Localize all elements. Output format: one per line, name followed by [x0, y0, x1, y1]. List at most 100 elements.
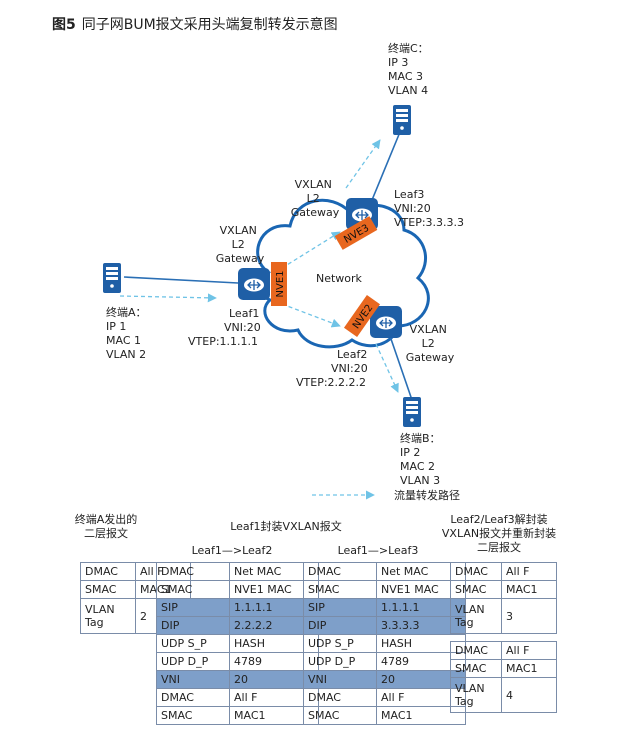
flow-arrow-leaf1-to-leaf2 — [281, 303, 341, 328]
field-value-cell: MAC1 — [501, 580, 557, 599]
field-name-cell: VNI — [303, 670, 377, 689]
terminal-b-label: 终端B： IP 2 MAC 2 VLAN 3 — [400, 431, 444, 487]
flow-arrow-leaf3-to-c — [345, 139, 381, 189]
field-name-cell: DMAC — [450, 641, 502, 660]
field-name-cell: VNI — [156, 670, 230, 689]
field-name-cell: SIP — [303, 598, 377, 617]
field-name-cell: DMAC — [303, 688, 377, 707]
field-value-cell: MAC1 — [229, 706, 319, 725]
link-a-leaf1 — [123, 276, 239, 284]
leaf2-info-label: Leaf2 VNI:20 VTEP:2.2.2.2 — [296, 348, 371, 389]
field-name-cell: DMAC — [450, 562, 502, 581]
field-name-cell: SMAC — [156, 706, 230, 725]
leaf3-info-label: Leaf3 VNI:20 VTEP:3.3.3.3 — [394, 188, 464, 229]
field-name-cell: DIP — [156, 616, 230, 635]
figure-title-text: 同子网BUM报文采用头端复制转发示意图 — [82, 16, 338, 33]
flow-arrow-leaf1-to-leaf3 — [281, 231, 341, 269]
field-value-cell: 4 — [501, 677, 557, 713]
network-label: Network — [316, 272, 363, 285]
caption-leaf1-to-leaf2: Leaf1—>Leaf2 — [191, 544, 273, 557]
field-value-cell: NVE1 MAC — [376, 580, 466, 599]
field-name-cell: VLAN Tag — [450, 677, 502, 713]
field-name-cell: UDP D_P — [156, 652, 230, 671]
field-name-cell: DIP — [303, 616, 377, 635]
caption-original-frame: 终端A发出的 二层报文 — [74, 513, 138, 540]
field-name-cell: DMAC — [156, 688, 230, 707]
field-name-cell: UDP S_P — [156, 634, 230, 653]
field-value-cell: All F — [501, 641, 557, 660]
field-name-cell: SMAC — [156, 580, 230, 599]
caption-leaf1-to-leaf3: Leaf1—>Leaf3 — [337, 544, 419, 557]
field-name-cell: DMAC — [156, 562, 230, 581]
field-name-cell: DMAC — [80, 562, 136, 581]
field-value-cell: 4789 — [376, 652, 466, 671]
caption-encap: Leaf1封装VXLAN报文 — [230, 520, 342, 533]
field-value-cell: 3.3.3.3 — [376, 616, 466, 635]
caption-decap: Leaf2/Leaf3解封装 VXLAN报文并重新封装 二层报文 — [441, 513, 557, 554]
field-value-cell: All F — [501, 562, 557, 581]
field-name-cell: UDP S_P — [303, 634, 377, 653]
terminal-a-server-icon — [103, 263, 121, 293]
nve1-interface: NVE1 — [271, 262, 287, 306]
leaf2-gateway-label: VXLAN L2 Gateway — [406, 323, 455, 364]
field-value-cell: 2.2.2.2 — [229, 616, 319, 635]
field-value-cell: 3 — [501, 598, 557, 634]
field-name-cell: SIP — [156, 598, 230, 617]
field-name-cell: VLAN Tag — [450, 598, 502, 634]
field-value-cell: 1.1.1.1 — [376, 598, 466, 617]
field-value-cell: MAC1 — [501, 659, 557, 678]
field-name-cell: SMAC — [303, 706, 377, 725]
leaf1-info-label: Leaf1 VNI:20 VTEP:1.1.1.1 — [188, 307, 264, 348]
field-value-cell: MAC1 — [376, 706, 466, 725]
link-leaf2-b — [389, 335, 413, 401]
field-name-cell: SMAC — [80, 580, 136, 599]
terminal-c-label: 终端C： IP 3 MAC 3 VLAN 4 — [388, 41, 432, 97]
figure-title-number: 图5 — [52, 17, 76, 33]
field-name-cell: DMAC — [303, 562, 377, 581]
link-leaf3-c — [371, 131, 401, 201]
terminal-a-label: 终端A： IP 1 MAC 1 VLAN 2 — [106, 305, 150, 361]
figure-title: 图5 同子网BUM报文采用头端复制转发示意图 — [52, 16, 338, 33]
leaf3-gateway-label: VXLAN L2 Gateway — [291, 178, 340, 219]
flow-arrow-a-to-leaf1 — [119, 293, 217, 303]
field-name-cell: SMAC — [450, 580, 502, 599]
terminal-b-server-icon — [403, 397, 421, 427]
field-name-cell: VLAN Tag — [80, 598, 136, 634]
nve1-label: NVE1 — [275, 270, 286, 297]
leaf1-gateway-label: VXLAN L2 Gateway — [216, 224, 265, 265]
field-name-cell: UDP D_P — [303, 652, 377, 671]
flow-arrow-leaf2-to-b — [375, 343, 399, 393]
field-name-cell: SMAC — [303, 580, 377, 599]
legend-label: 流量转发路径 — [394, 488, 460, 502]
leaf1-router-icon — [237, 267, 271, 301]
field-name-cell: SMAC — [450, 659, 502, 678]
terminal-c-server-icon — [393, 105, 411, 135]
